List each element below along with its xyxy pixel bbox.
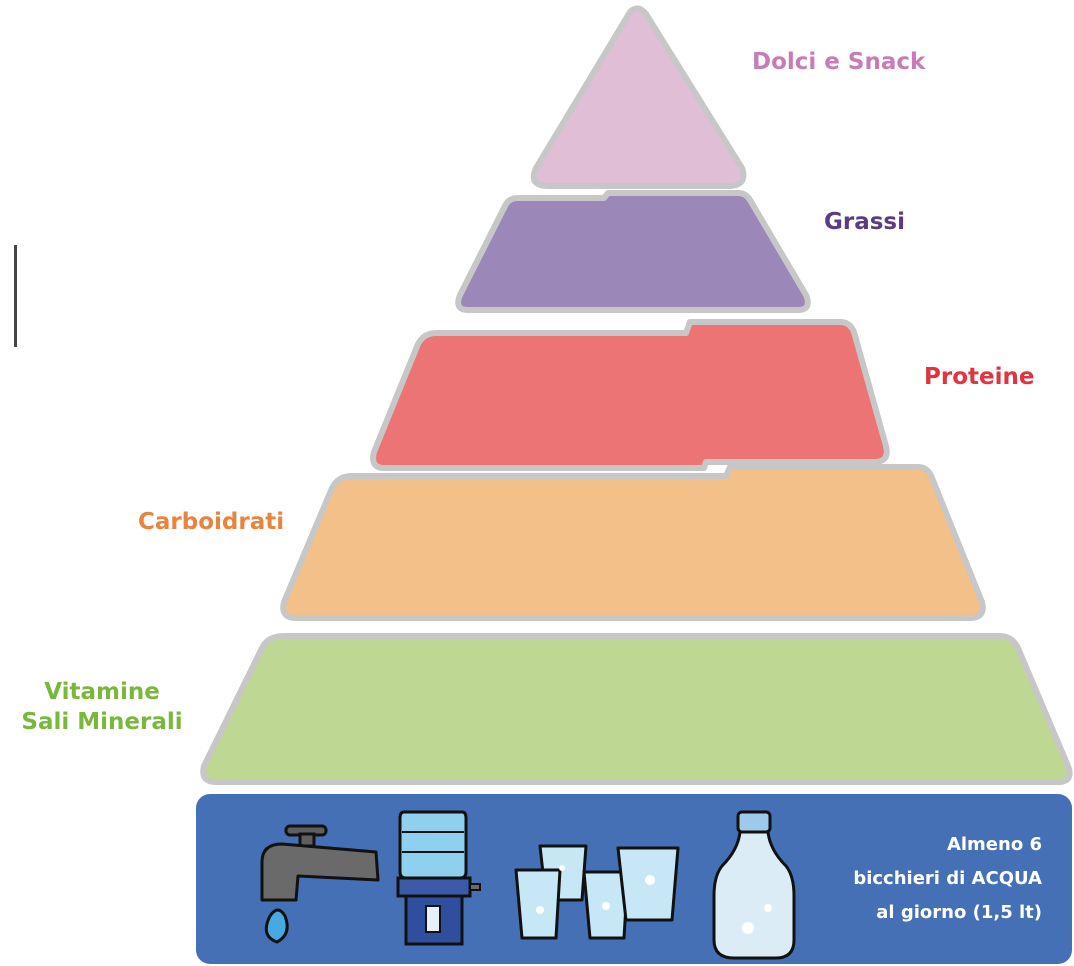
- glasses-icon: [514, 844, 680, 940]
- pyramid-level-carboidrati: [280, 464, 986, 621]
- label-carboidrati: Carboidrati: [138, 509, 285, 535]
- water-text-line2: bicchieri di ACQUA: [853, 868, 1042, 889]
- label-grassi: Grassi: [824, 209, 906, 235]
- pyramid-level-vitamine: [200, 633, 1073, 785]
- label-sali-minerali: Sali Minerali: [21, 708, 183, 735]
- water-text-line1: Almeno 6: [946, 834, 1042, 855]
- pyramid-level-proteine: [370, 319, 890, 471]
- label-vitamine: Vitamine: [44, 679, 160, 705]
- water-bottle-icon: [712, 810, 796, 960]
- water-text: Almeno 6 bicchieri di ACQUA al giorno (1…: [780, 828, 1042, 930]
- label-proteine: Proteine: [924, 364, 1035, 390]
- pyramid-level-dolci: [530, 5, 747, 189]
- label-vitamine-sali-minerali: Vitamine Sali Minerali: [0, 678, 204, 738]
- edge-mark: [14, 245, 17, 347]
- pyramid-level-grassi: [455, 190, 811, 313]
- water-cooler-icon: [396, 810, 481, 946]
- water-text-line3: al giorno (1,5 lt): [876, 902, 1042, 923]
- label-dolci-e-snack: Dolci e Snack: [752, 49, 926, 75]
- faucet-icon: [260, 824, 380, 944]
